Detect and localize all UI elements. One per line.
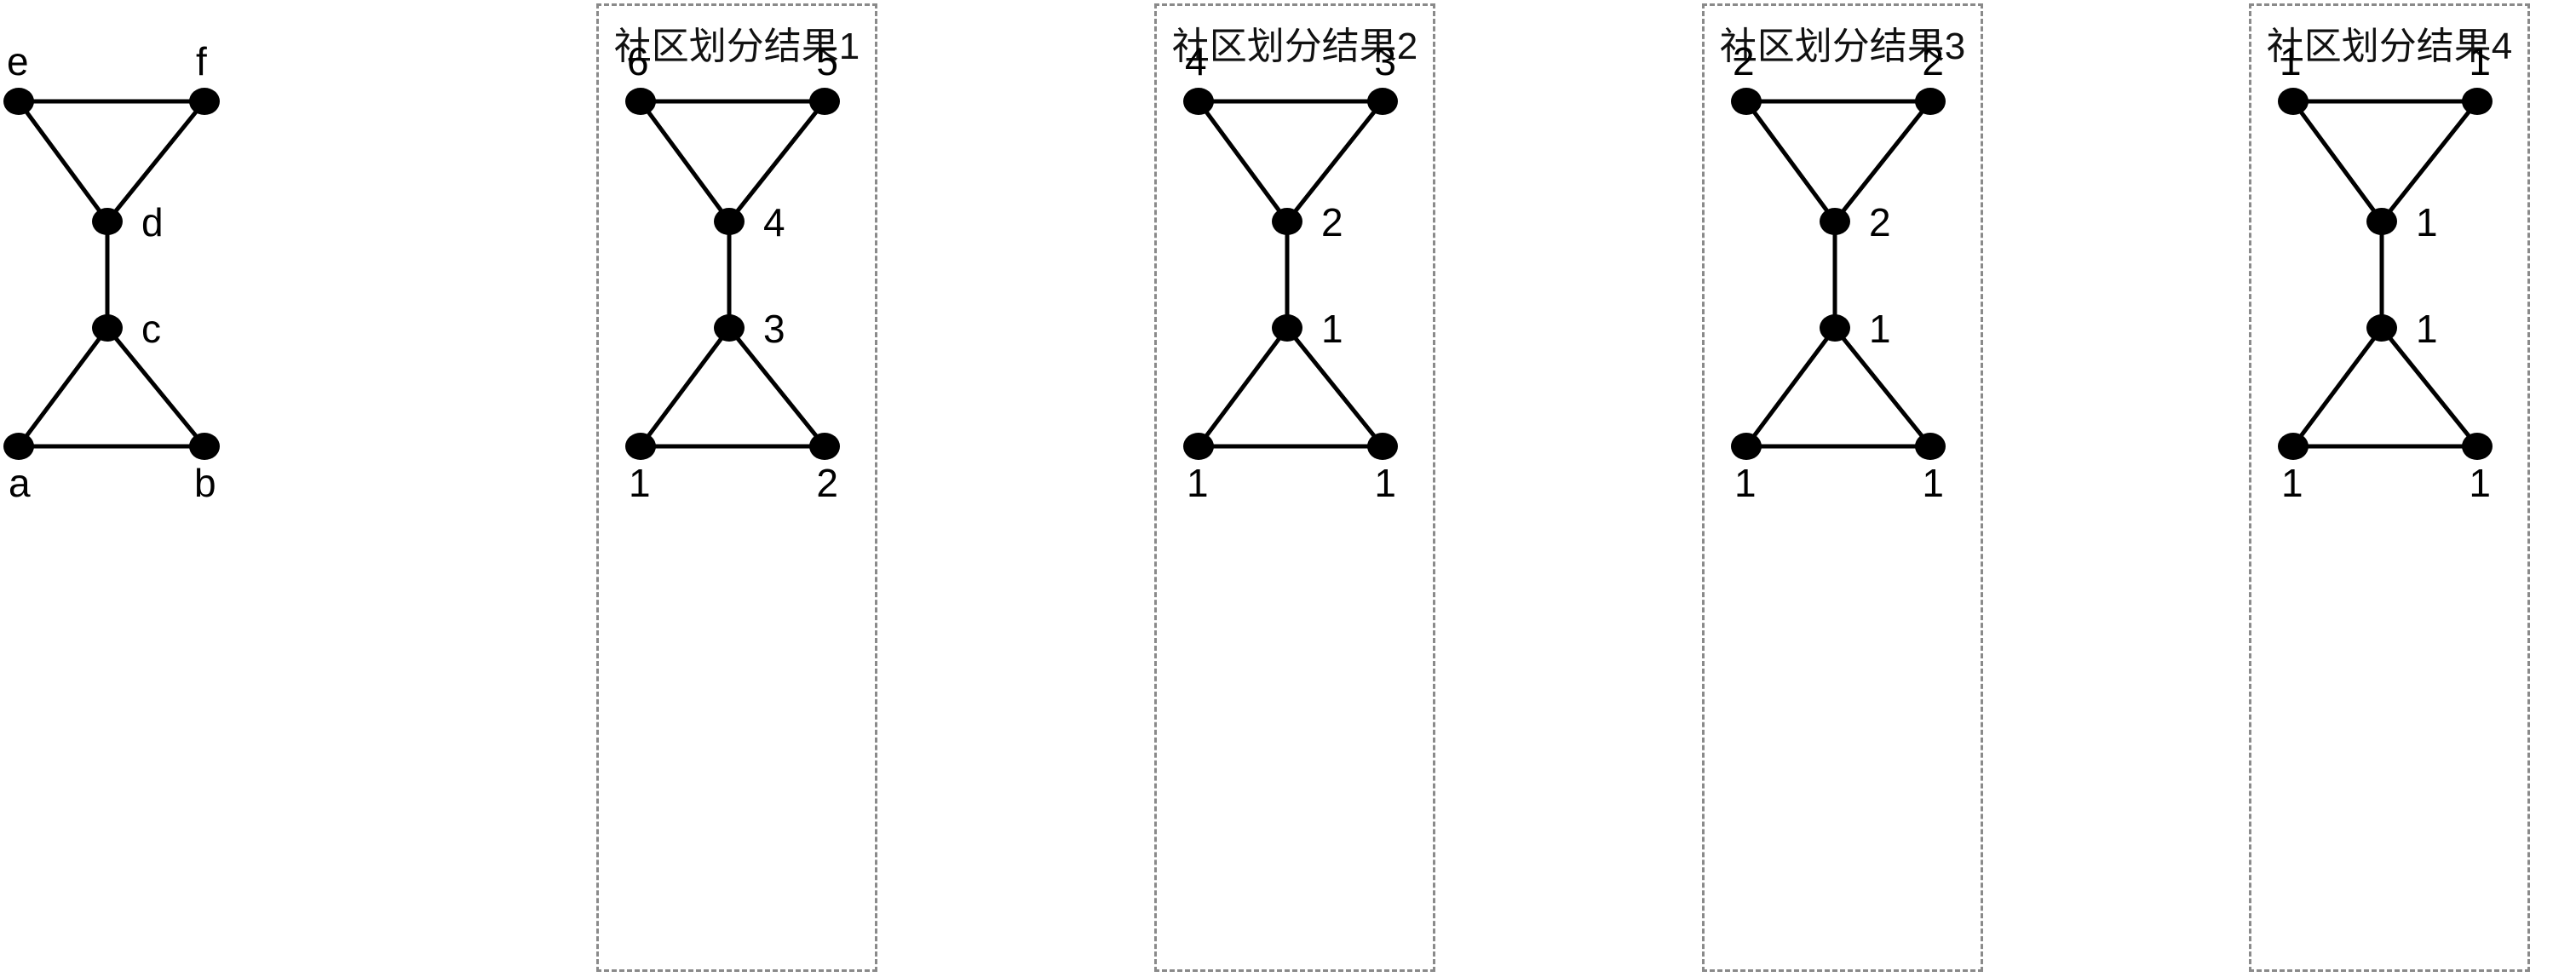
panel-title: 社区划分结果2 [1171, 26, 1418, 67]
edge-c-a [16, 325, 110, 449]
node-top-right [1367, 88, 1398, 115]
edge-c-a [1196, 325, 1290, 449]
label-middle-lower: 3 [763, 307, 785, 351]
node-bottom-right [2462, 433, 2493, 460]
edge-f-d [1832, 99, 1933, 224]
edge-f-d [105, 99, 207, 224]
edge-c-b [1832, 325, 1933, 449]
node-middle-lower [1272, 314, 1302, 342]
label-middle-upper: d [141, 200, 164, 244]
node-bottom-right [809, 433, 840, 460]
label-middle-upper: 2 [1869, 200, 1891, 244]
node-middle-lower [714, 314, 745, 342]
node-middle-upper [1272, 208, 1302, 235]
node-bottom-left [625, 433, 656, 460]
panel-title: 社区划分结果1 [613, 26, 860, 67]
edge-c-b [1285, 325, 1385, 449]
edge-f-d [1285, 99, 1385, 224]
label-bottom-left: 1 [1187, 461, 1209, 505]
label-top-right: 3 [1374, 39, 1396, 83]
label-top-left: e [7, 39, 29, 83]
node-bottom-left [1731, 433, 1762, 460]
node-top-left [1731, 88, 1762, 115]
label-top-left: 6 [627, 39, 649, 83]
label-bottom-right: 1 [2469, 461, 2491, 505]
label-middle-upper: 2 [1321, 200, 1343, 244]
label-bottom-left: 1 [629, 461, 651, 505]
edge-e-d [2291, 99, 2384, 224]
edge-e-d [638, 99, 732, 224]
label-bottom-left: a [9, 461, 31, 505]
node-middle-upper [714, 208, 745, 235]
label-middle-upper: 4 [763, 200, 785, 244]
node-middle-upper [92, 208, 123, 235]
panel-dashed-border [596, 3, 877, 972]
label-top-right: f [196, 39, 207, 83]
edge-c-b [105, 325, 207, 449]
graph-reference: e f d c a b [3, 39, 220, 505]
edge-c-b [727, 325, 827, 449]
graph-community-1: 6 5 4 3 1 2 [625, 39, 840, 505]
panel-title: 社区划分结果4 [2266, 26, 2513, 67]
label-top-left: 2 [1733, 39, 1755, 83]
panel-dashed-border [2249, 3, 2530, 972]
label-bottom-right: 1 [1374, 461, 1396, 505]
label-top-right: 2 [1922, 39, 1944, 83]
panel-community-result-1: 社区划分结果1 6 5 4 3 1 2 [596, 0, 877, 977]
node-bottom-right [1915, 433, 1946, 460]
node-middle-lower [1820, 314, 1850, 342]
node-middle-lower [2366, 314, 2397, 342]
node-middle-upper [1820, 208, 1850, 235]
panel-title: 社区划分结果3 [1719, 26, 1966, 67]
label-middle-lower: c [141, 307, 161, 351]
graph-community-3: 2 2 2 1 1 1 [1731, 39, 1946, 505]
edge-e-d [16, 99, 110, 224]
node-top-right [2462, 88, 2493, 115]
node-top-left [1183, 88, 1214, 115]
label-middle-upper: 1 [2416, 200, 2438, 244]
edge-c-a [2291, 325, 2384, 449]
node-top-left [2278, 88, 2309, 115]
edge-f-d [2379, 99, 2480, 224]
label-middle-lower: 1 [2416, 307, 2438, 351]
label-bottom-right: 2 [816, 461, 838, 505]
label-bottom-left: 1 [2281, 461, 2303, 505]
node-bottom-left [2278, 433, 2309, 460]
node-top-right [189, 88, 220, 115]
node-top-right [809, 88, 840, 115]
node-bottom-right [189, 433, 220, 460]
edge-e-d [1744, 99, 1837, 224]
panel-reference-graph: e f d c a b [0, 0, 290, 977]
edge-c-b [2379, 325, 2480, 449]
edge-f-d [727, 99, 827, 224]
edge-c-a [1744, 325, 1837, 449]
panel-dashed-border [1154, 3, 1435, 972]
node-middle-lower [92, 314, 123, 342]
graph-community-2: 4 3 2 1 1 1 [1183, 39, 1398, 505]
node-bottom-left [1183, 433, 1214, 460]
panel-community-result-3: 社区划分结果3 2 2 2 1 1 1 [1702, 0, 1983, 977]
label-middle-lower: 1 [1869, 307, 1891, 351]
edge-c-a [638, 325, 732, 449]
label-bottom-right: 1 [1922, 461, 1944, 505]
label-top-left: 1 [2280, 39, 2302, 83]
label-middle-lower: 1 [1321, 307, 1343, 351]
label-bottom-right: b [194, 461, 216, 505]
node-top-left [625, 88, 656, 115]
label-top-right: 1 [2469, 39, 2491, 83]
label-top-right: 5 [816, 39, 838, 83]
node-middle-upper [2366, 208, 2397, 235]
panel-community-result-2: 社区划分结果2 4 3 2 1 1 1 [1154, 0, 1435, 977]
label-top-left: 4 [1185, 39, 1207, 83]
node-top-right [1915, 88, 1946, 115]
node-bottom-left [3, 433, 34, 460]
node-bottom-right [1367, 433, 1398, 460]
label-bottom-left: 1 [1734, 461, 1757, 505]
panel-dashed-border [1702, 3, 1983, 972]
panel-community-result-4: 社区划分结果4 1 1 1 1 1 1 [2249, 0, 2530, 977]
node-top-left [3, 88, 34, 115]
edge-e-d [1196, 99, 1290, 224]
graph-community-4: 1 1 1 1 1 1 [2278, 39, 2493, 505]
